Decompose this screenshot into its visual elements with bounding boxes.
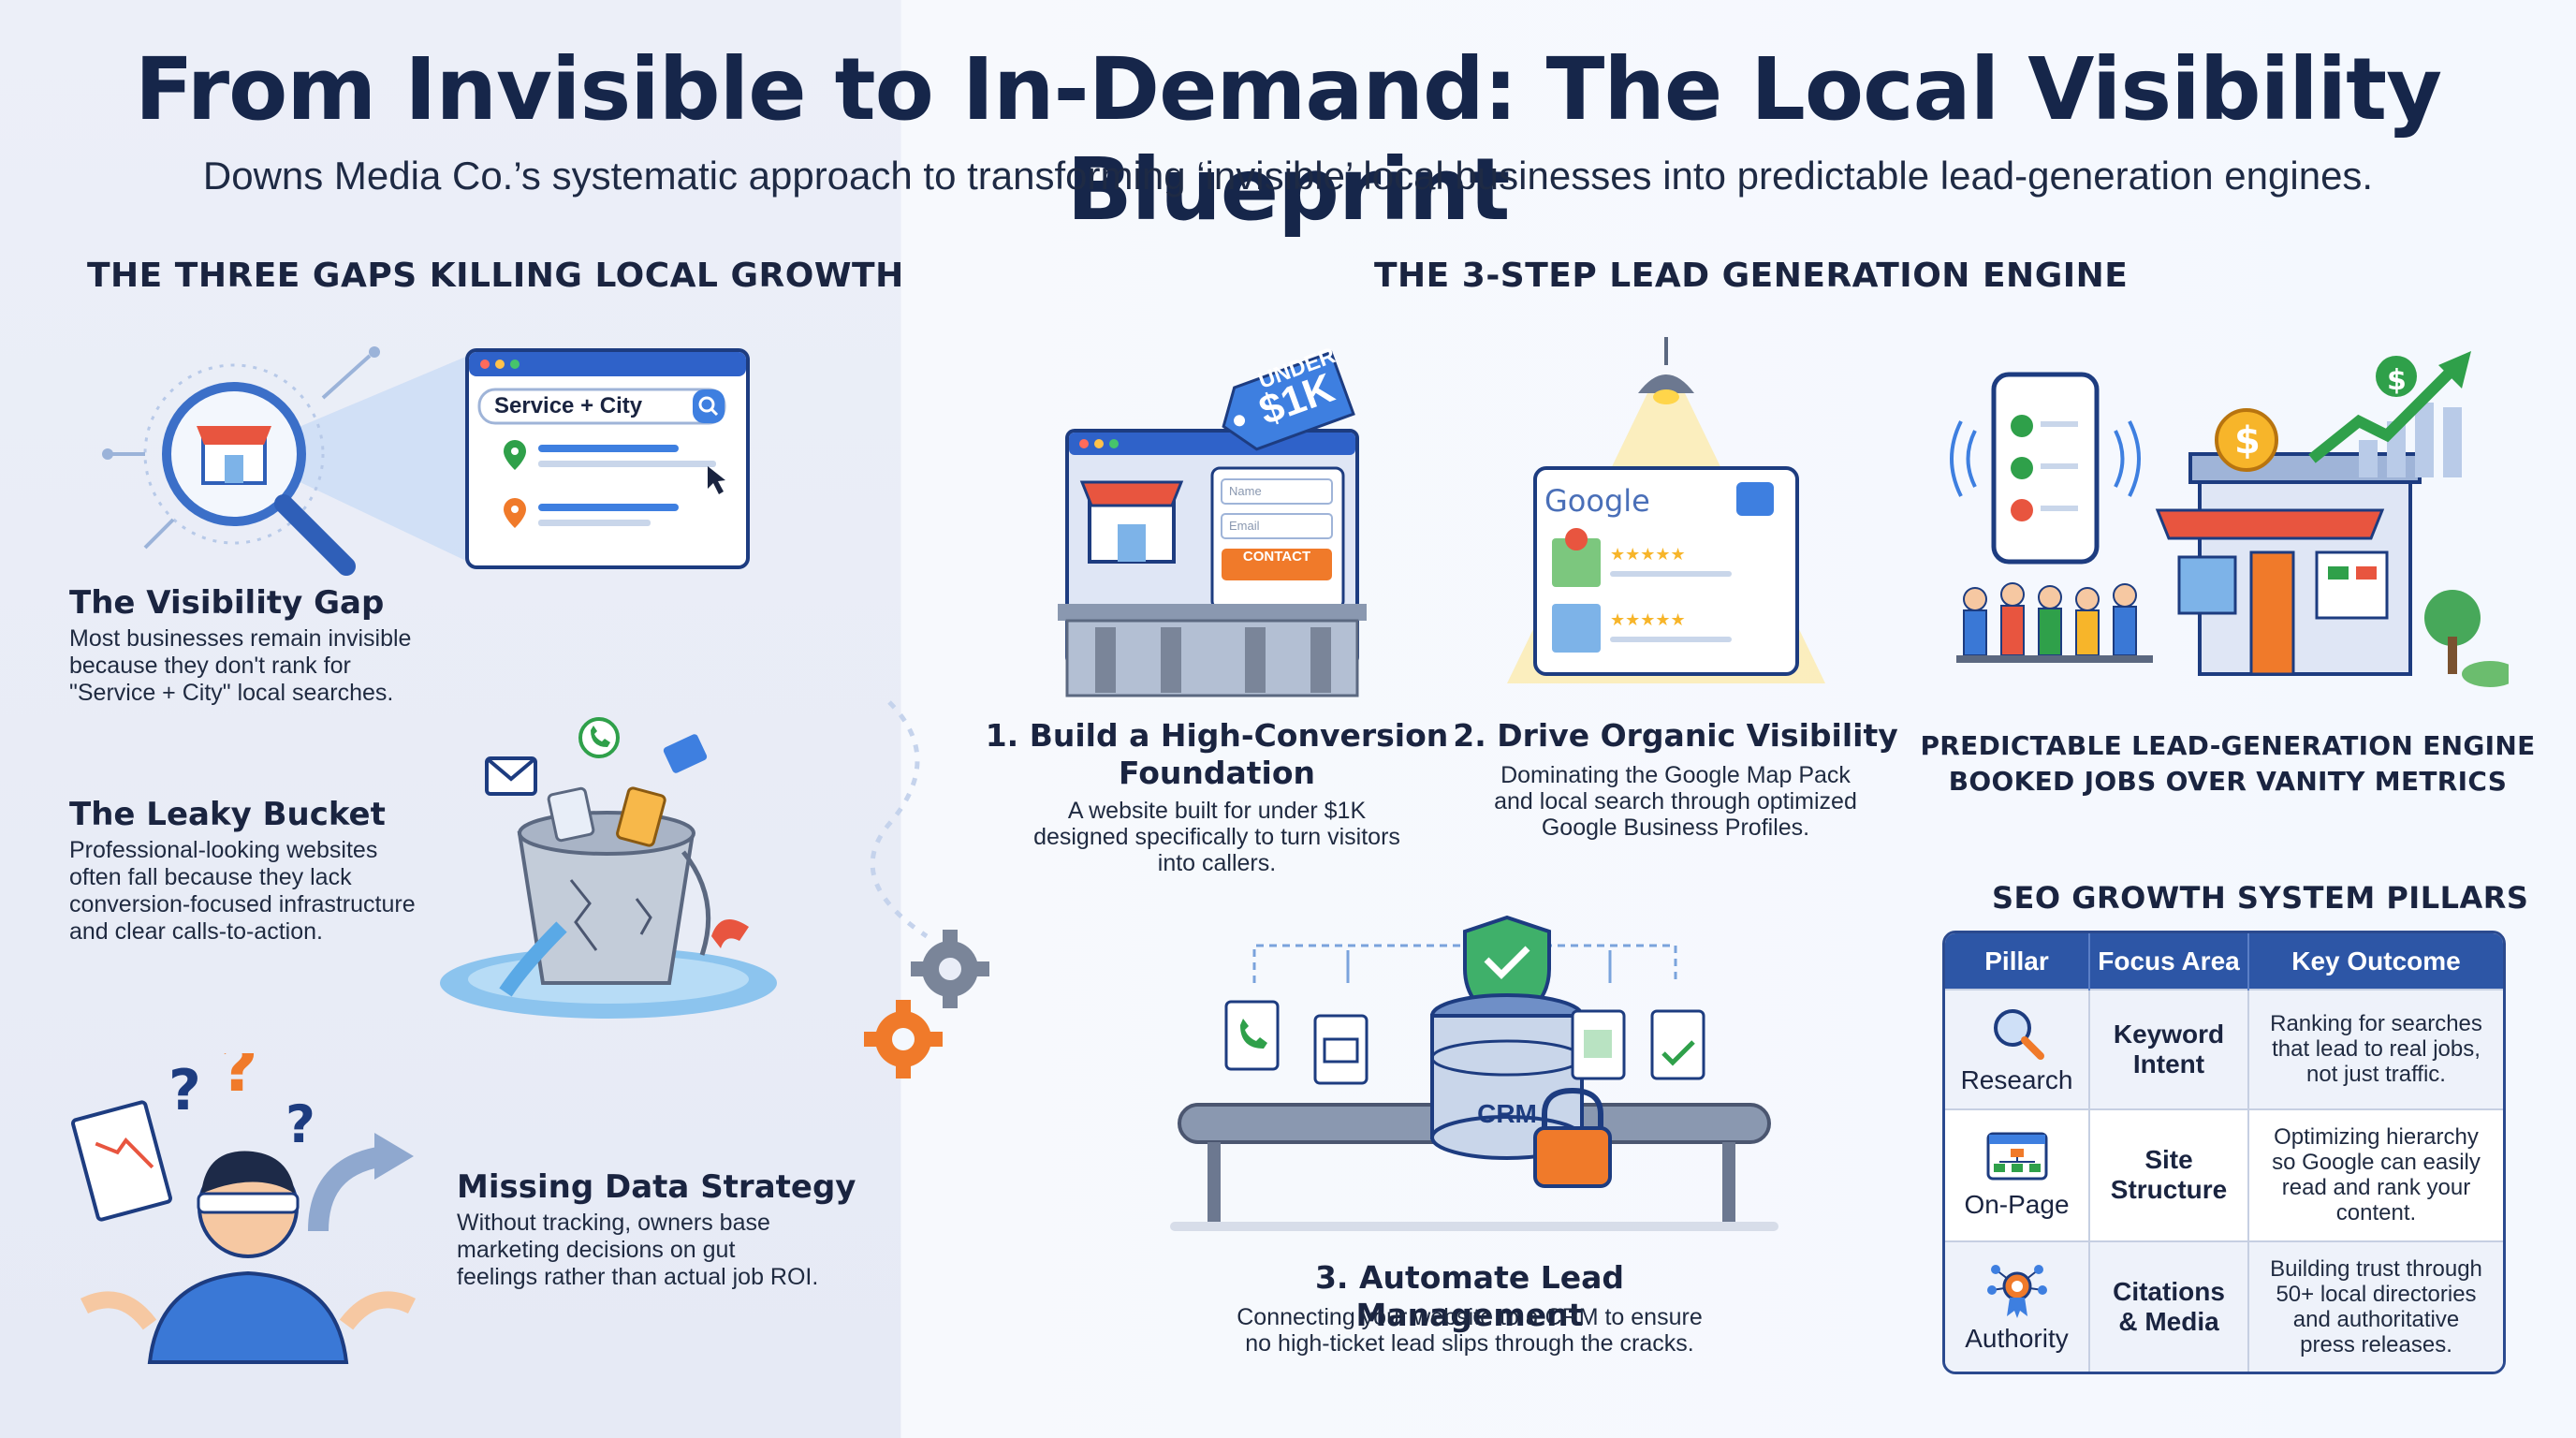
pillars-table-header: Pillar Focus Area Key Outcome — [1945, 933, 2503, 990]
blindfolded-person-illustration: ? ? ? — [71, 1053, 417, 1364]
svg-text:?: ? — [285, 1094, 315, 1154]
svg-text:?: ? — [220, 1053, 258, 1107]
network-badge-icon — [1986, 1264, 2047, 1318]
crm-label: CRM — [1477, 1099, 1537, 1128]
search-query-text: Service + City — [494, 393, 643, 418]
column-header-focus-area: Focus Area — [2089, 933, 2249, 990]
google-map-pack-illustration: ★★★★★ ★★★★★ — [1507, 337, 1825, 683]
svg-text:?: ? — [168, 1058, 201, 1123]
svg-text:$: $ — [2234, 419, 2261, 462]
gap-title-leaky-bucket: The Leaky Bucket — [69, 796, 386, 833]
form-name-placeholder: Name — [1229, 484, 1262, 498]
form-contact-button[interactable]: CONTACT — [1242, 549, 1311, 565]
svg-text:★★★★★: ★★★★★ — [1610, 545, 1686, 565]
visibility-illustration — [102, 346, 750, 576]
magnifier-icon — [1993, 1008, 2044, 1060]
pillar-cell-on-page: On-Page — [1945, 1108, 2090, 1241]
step-3-title: 3. Automate Lead Management — [1314, 1259, 1625, 1333]
page-subtitle: Downs Media Co.’s systematic approach to… — [202, 154, 2374, 198]
leaky-bucket-illustration — [440, 717, 777, 1019]
form-email-placeholder: Email — [1229, 519, 1260, 533]
step-3-desc: Connecting your website to a CRM to ensu… — [1237, 1304, 1703, 1357]
pillar-cell-research: Research — [1945, 989, 2090, 1109]
svg-text:★★★★★: ★★★★★ — [1610, 610, 1686, 630]
engine-heading: THE 3-STEP LEAD GENERATION ENGINE — [1374, 257, 2129, 295]
pillars-table: Pillar Focus Area Key Outcome Research K… — [1942, 931, 2506, 1374]
gaps-heading: THE THREE GAPS KILLING LOCAL GROWTH — [87, 257, 904, 295]
lead-engine-storefront-illustration: $ $ — [1950, 351, 2509, 687]
focus-cell-authority: Citations& Media — [2089, 1240, 2249, 1372]
website-foundation-illustration — [1058, 350, 1367, 697]
crm-conveyor-illustration — [1170, 915, 1778, 1231]
decorative-gears — [864, 700, 989, 1078]
site-structure-icon — [1986, 1132, 2047, 1181]
pillar-cell-authority: Authority — [1945, 1240, 2090, 1372]
column-header-pillar: Pillar — [1945, 933, 2090, 990]
table-row: Authority Citations& Media Building trus… — [1945, 1240, 2503, 1372]
google-logo: Google — [1544, 483, 1650, 519]
gap-title-visibility: The Visibility Gap — [69, 584, 385, 622]
gap-title-missing-data: Missing Data Strategy — [457, 1168, 856, 1206]
svg-text:$: $ — [2387, 364, 2407, 397]
step-2-title: 2. Drive Organic Visibility — [1453, 717, 1898, 754]
column-header-key-outcome: Key Outcome — [2248, 933, 2503, 990]
page-title: From Invisible to In-Demand: The Local V… — [134, 39, 2442, 240]
pillars-heading: SEO GROWTH SYSTEM PILLARS — [1992, 880, 2529, 916]
